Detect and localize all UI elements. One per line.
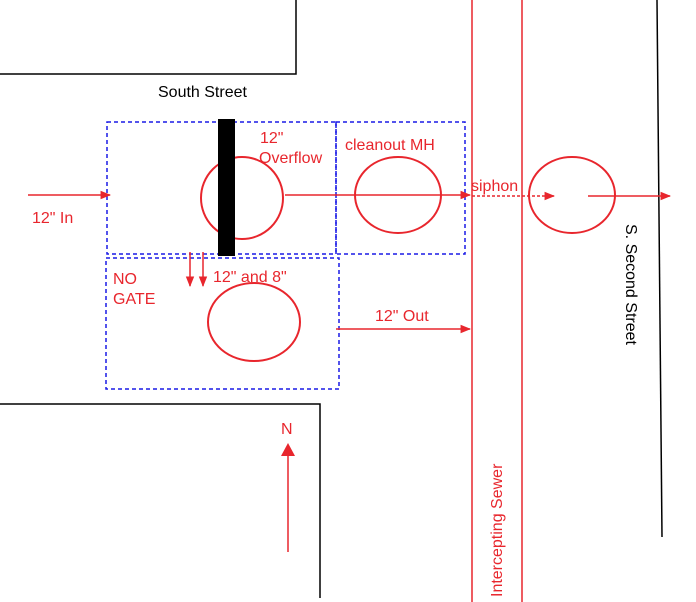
overflow-label-line1: 12" — [260, 130, 283, 147]
second-street-curb — [656, 0, 663, 538]
south-street-label: South Street — [158, 84, 248, 101]
cleanout-chamber-boundary — [335, 121, 466, 255]
north-arrow-icon — [281, 443, 295, 456]
inflow-label: 12" In — [32, 210, 73, 227]
overflow-label-line2: Overflow — [259, 150, 323, 167]
siphon-label: siphon — [471, 178, 518, 195]
north-label: N — [281, 421, 293, 438]
overflow-manhole — [200, 156, 284, 240]
outlet-manhole — [207, 282, 301, 362]
block-outline-bottom-left — [0, 403, 321, 598]
east-manhole — [528, 156, 616, 234]
second-street-label: S. Second Street — [622, 224, 639, 346]
outflow-label: 12" Out — [375, 308, 429, 325]
overflow-weir — [218, 119, 235, 256]
no-gate-label-line1: NO — [113, 271, 137, 288]
intercepting-sewer-label: Intercepting Sewer — [489, 463, 506, 597]
block-outline-top-left — [0, 0, 297, 75]
no-gate-label-line2: GATE — [113, 291, 155, 308]
cleanout-mh-label: cleanout MH — [345, 137, 435, 154]
twelve-and-eight-label: 12" and 8" — [213, 269, 287, 286]
